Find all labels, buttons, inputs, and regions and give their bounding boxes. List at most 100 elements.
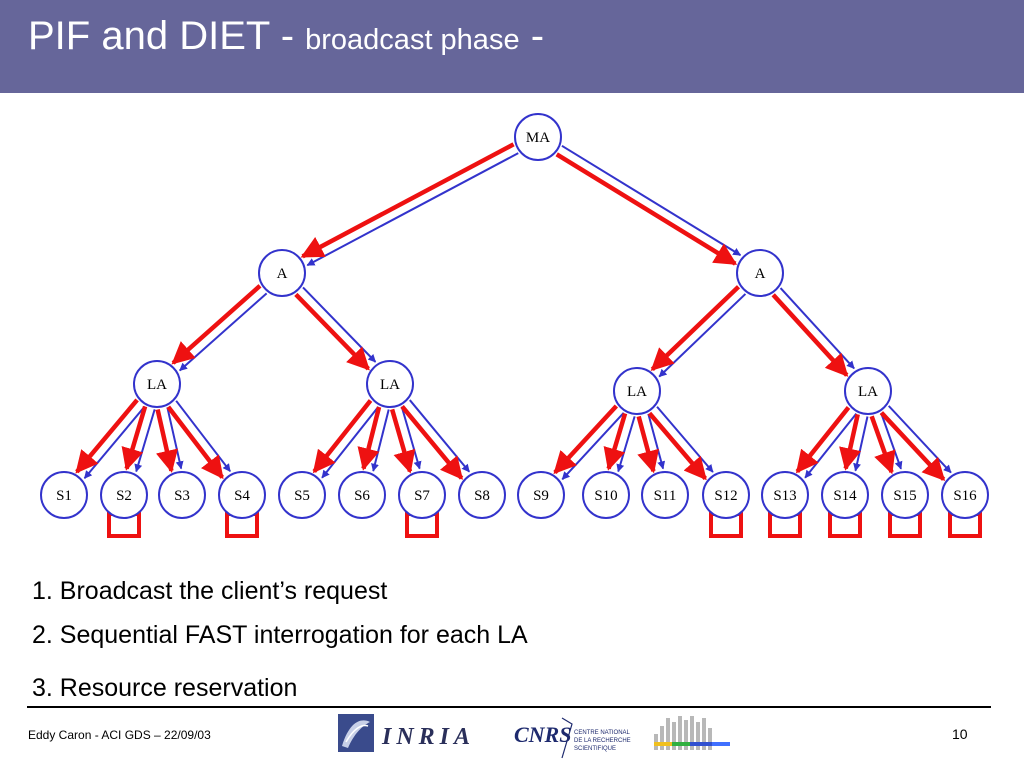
title-bar	[0, 0, 1024, 93]
reply-arrow-la3-s14	[869, 415, 896, 475]
node-label-la2: LA	[627, 384, 647, 400]
reply-arrow-ma-a1	[300, 142, 515, 259]
step-broadcast: 1. Broadcast the client’s request	[32, 577, 388, 605]
node-label-la3: LA	[858, 384, 878, 400]
title-sub: broadcast phase	[305, 24, 520, 56]
reply-arrow-la3-s12	[795, 406, 851, 474]
node-label-s3: S4	[234, 488, 250, 504]
inria-logo: INRIA	[338, 714, 475, 752]
reply-arrow-la2-s10	[636, 415, 660, 474]
cnrs-caption-2: DE LA RECHERCHE	[574, 738, 631, 744]
node-label-s7: S8	[474, 488, 490, 504]
node-label-s4: S5	[294, 488, 310, 504]
node-la1	[366, 360, 414, 408]
slide-title: PIF and DIET - broadcast phase -	[28, 14, 544, 59]
node-la0	[133, 360, 181, 408]
node-s0	[40, 471, 88, 519]
request-arrow-a2-la2	[658, 293, 747, 378]
node-label-s14: S15	[893, 488, 916, 504]
step-fast-interrogation: 2. Sequential FAST interrogation for eac…	[32, 621, 528, 649]
node-s7	[458, 471, 506, 519]
node-s14	[881, 471, 929, 519]
node-label-la0: LA	[147, 377, 167, 393]
node-label-ma: MA	[526, 130, 550, 146]
node-label-s8: S9	[533, 488, 549, 504]
node-s8	[517, 471, 565, 519]
node-s5	[338, 471, 386, 519]
node-label-s9: S10	[594, 488, 617, 504]
reply-arrow-la2-s8	[553, 404, 619, 475]
reply-arrow-la1-s5	[357, 406, 382, 471]
cnrs-wordmark: CNRS	[514, 722, 571, 747]
request-arrow-la2-s11	[656, 406, 714, 473]
cnrs-caption-1: CENTRE NATIONAL	[574, 730, 631, 736]
edges-layer	[75, 142, 952, 482]
node-label-s13: S14	[833, 488, 857, 504]
title-tail: -	[519, 14, 545, 58]
node-s6	[398, 471, 446, 519]
reply-arrow-a2-la3	[771, 293, 849, 377]
reply-arrow-a2-la2	[650, 285, 741, 372]
reply-arrow-la0-s0	[75, 398, 139, 474]
request-arrow-la3-s14	[880, 412, 903, 470]
reply-arrow-la2-s11	[647, 411, 708, 481]
request-arrow-la0-s2	[166, 407, 184, 470]
request-arrow-la0-s3	[175, 400, 231, 472]
node-label-s5: S6	[354, 488, 370, 504]
node-s3	[218, 471, 266, 519]
node-label-s12: S13	[773, 488, 796, 504]
reply-arrow-la2-s9	[603, 412, 628, 471]
node-s11	[702, 471, 750, 519]
request-arrow-la2-s10	[647, 413, 666, 470]
request-arrow-ma-a2	[561, 144, 742, 257]
request-arrow-la1-s6	[400, 406, 422, 470]
cnrs-logo: CNRS CENTRE NATIONAL DE LA RECHERCHE SCI…	[514, 717, 631, 759]
node-a1	[258, 249, 306, 297]
footer-author: Eddy Caron - ACI GDS – 22/09/03	[28, 728, 211, 742]
node-s9	[582, 471, 630, 519]
node-label-s2: S3	[174, 488, 190, 504]
cnrs-caption-3: SCIENTIFIQUE	[574, 746, 616, 752]
node-ma	[514, 113, 562, 161]
node-s15	[941, 471, 989, 519]
node-la2	[613, 367, 661, 415]
request-arrow-la1-s7	[409, 399, 471, 473]
inria-wordmark: INRIA	[381, 724, 475, 750]
node-label-s0: S1	[56, 488, 72, 504]
node-s4	[278, 471, 326, 519]
node-label-s6: S7	[414, 488, 430, 504]
node-s13	[821, 471, 869, 519]
step-resource-reservation: 3. Resource reservation	[32, 674, 298, 702]
node-la3	[844, 367, 892, 415]
request-arrow-a1-la0	[179, 292, 268, 372]
reply-arrow-ma-a2	[555, 152, 738, 266]
node-s2	[158, 471, 206, 519]
node-label-s1: S2	[116, 488, 132, 504]
node-s12	[761, 471, 809, 519]
reply-arrow-la1-s4	[312, 399, 373, 474]
node-label-s10: S11	[654, 488, 677, 504]
node-label-s11: S12	[714, 488, 737, 504]
node-label-la1: LA	[380, 377, 400, 393]
reply-arrow-la1-s6	[389, 408, 416, 474]
reply-arrow-la0-s1	[121, 405, 148, 471]
node-s10	[641, 471, 689, 519]
reply-arrow-a1-la0	[171, 284, 262, 365]
request-arrow-a2-la3	[779, 287, 855, 370]
request-arrow-la0-s1	[134, 409, 156, 473]
reply-arrow-la0-s2	[155, 408, 178, 473]
reply-arrow-la1-s7	[400, 405, 464, 480]
footer-rule	[27, 706, 991, 708]
node-s1	[100, 471, 148, 519]
lab-logo	[654, 716, 730, 750]
page-number: 10	[952, 726, 968, 742]
title-main: PIF and DIET -	[28, 14, 306, 58]
node-label-s15: S16	[953, 488, 977, 504]
request-arrow-ma-a1	[306, 152, 519, 267]
reply-arrow-la3-s15	[879, 411, 946, 482]
node-a2	[736, 249, 784, 297]
reply-arrow-la0-s3	[166, 405, 225, 480]
reply-arrow-la3-s13	[839, 413, 862, 471]
